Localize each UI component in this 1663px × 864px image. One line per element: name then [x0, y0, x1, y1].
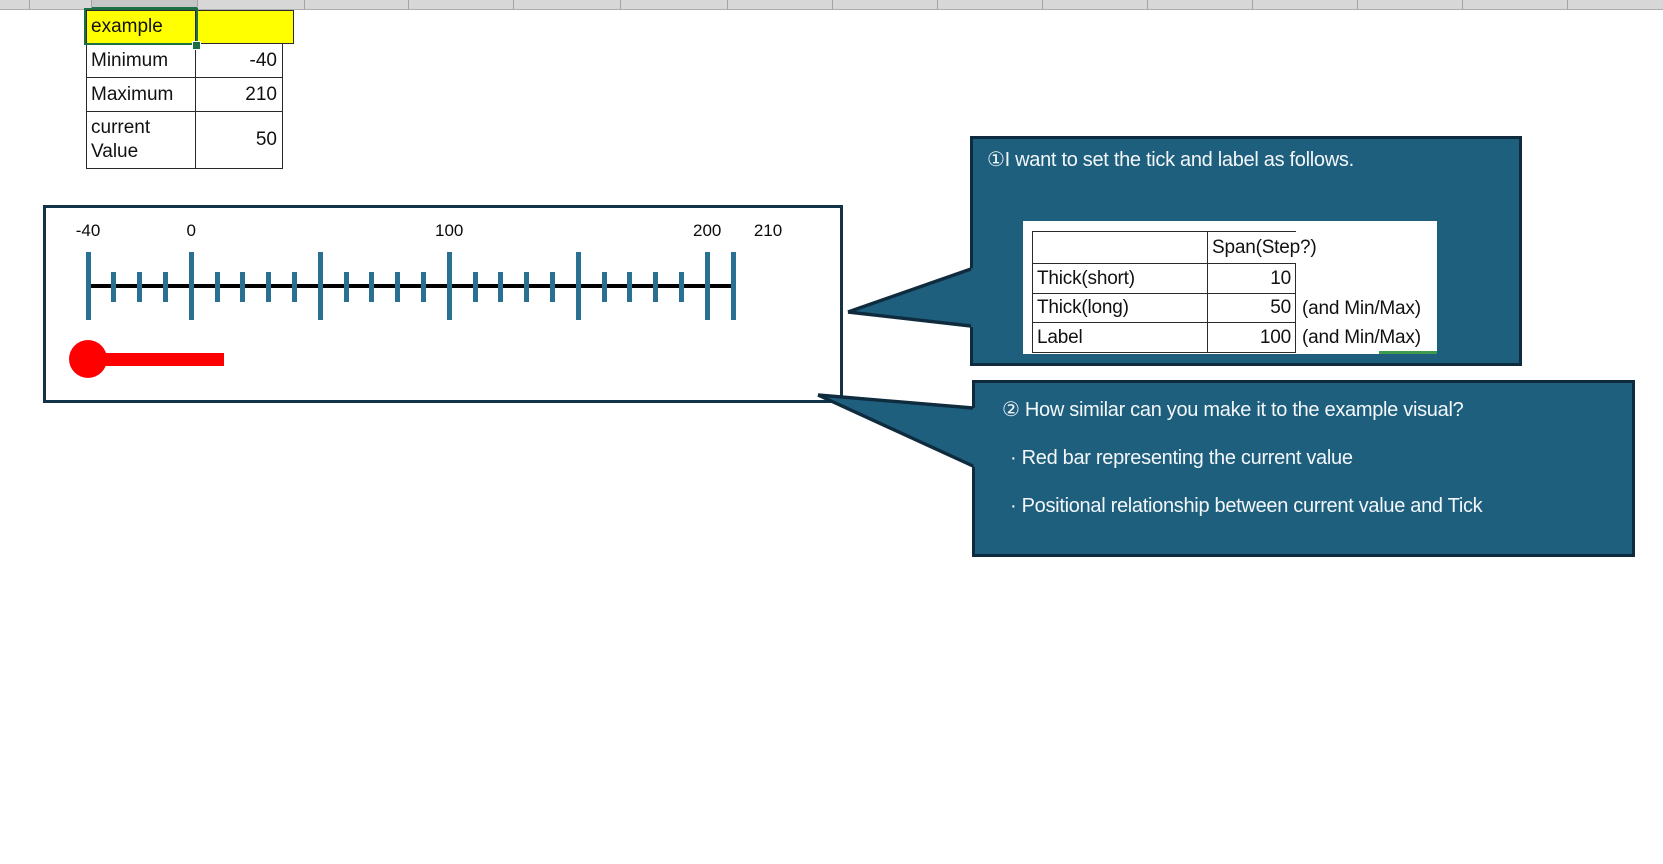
spec-name-cell: Thick(short): [1032, 264, 1208, 294]
column-separator: [1042, 0, 1043, 9]
spec-header-cell: Span(Step?): [1208, 231, 1317, 264]
callout-1-title: ①I want to set the tick and label as fol…: [987, 149, 1354, 171]
spec-value-cell: 50: [1208, 294, 1296, 323]
tick-short: [549, 272, 555, 302]
callout-1[interactable]: ①I want to set the tick and label as fol…: [970, 136, 1522, 366]
tick-short: [653, 272, 659, 302]
column-separator: [91, 0, 92, 9]
tick-short: [214, 272, 220, 302]
tick-short: [266, 272, 272, 302]
column-separator: [1252, 0, 1253, 9]
callout-2-title: ② How similar can you make it to the exa…: [1002, 399, 1464, 421]
column-separator: [937, 0, 938, 9]
tick-long: [730, 252, 736, 320]
spec-note: (and Min/Max): [1302, 327, 1421, 348]
tick-label: -40: [75, 221, 101, 240]
callout-2[interactable]: ② How similar can you make it to the exa…: [972, 380, 1635, 557]
cell-value[interactable]: -40: [195, 43, 283, 78]
column-separator: [408, 0, 409, 9]
column-separator: [197, 0, 198, 9]
tick-short: [137, 272, 143, 302]
tick-short: [162, 272, 168, 302]
spec-note: (and Min/Max): [1302, 298, 1421, 319]
column-separator: [620, 0, 621, 9]
spec-value-cell: 10: [1208, 264, 1296, 294]
cell-label[interactable]: example: [86, 10, 196, 44]
tick-short: [343, 272, 349, 302]
column-separator: [1357, 0, 1358, 9]
tick-short: [601, 272, 607, 302]
selected-column-underline: [91, 7, 197, 9]
tick-long: [704, 252, 710, 320]
cell-value[interactable]: [195, 10, 294, 44]
cell-value[interactable]: 50: [195, 111, 283, 169]
column-separator: [29, 0, 30, 9]
column-separator: [513, 0, 514, 9]
ruler-axis: [88, 284, 733, 288]
column-separator: [304, 0, 305, 9]
spec-name-cell: Label: [1032, 323, 1208, 353]
callout-1-tail: [847, 267, 973, 328]
tick-label: 0: [186, 221, 196, 240]
column-separator: [1567, 0, 1568, 9]
selected-column-header[interactable]: [91, 0, 197, 9]
tick-short: [395, 272, 401, 302]
tick-long: [575, 252, 581, 320]
tick-long: [188, 252, 194, 320]
fill-handle[interactable]: [192, 41, 201, 50]
tick-short: [111, 272, 117, 302]
tick-label: 210: [753, 221, 783, 240]
spec-name-cell: Thick(long): [1032, 294, 1208, 323]
tick-short: [291, 272, 297, 302]
column-separator: [727, 0, 728, 9]
tick-short: [678, 272, 684, 302]
callout-2-bullet: · Red bar representing the current value: [1010, 447, 1353, 469]
tick-short: [420, 272, 426, 302]
spec-header-cell: [1032, 231, 1208, 264]
selection-underline: [1379, 351, 1437, 354]
tick-short: [240, 272, 246, 302]
tick-short: [498, 272, 504, 302]
spec-value-cell: 100: [1208, 323, 1296, 353]
tick-long: [85, 252, 91, 320]
tick-long: [446, 252, 452, 320]
tick-short: [472, 272, 478, 302]
ruler-gauge-picture[interactable]: -40 0 100 200 210: [43, 205, 843, 403]
tick-short: [369, 272, 375, 302]
callout-2-bullet: · Positional relationship between curren…: [1010, 495, 1483, 517]
pointer-bar: [88, 353, 224, 366]
cell-label[interactable]: Minimum: [86, 43, 196, 78]
tick-short: [524, 272, 530, 302]
column-separator: [1147, 0, 1148, 9]
tick-label: 100: [435, 221, 464, 240]
cell-label[interactable]: current Value: [86, 111, 196, 169]
cell-label[interactable]: Maximum: [86, 77, 196, 112]
cell-value[interactable]: 210: [195, 77, 283, 112]
excel-column-headers[interactable]: [0, 0, 1663, 10]
tick-short: [627, 272, 633, 302]
column-separator: [1462, 0, 1463, 9]
tick-long: [317, 252, 323, 320]
column-separator: [832, 0, 833, 9]
tick-label: 200: [693, 221, 722, 240]
